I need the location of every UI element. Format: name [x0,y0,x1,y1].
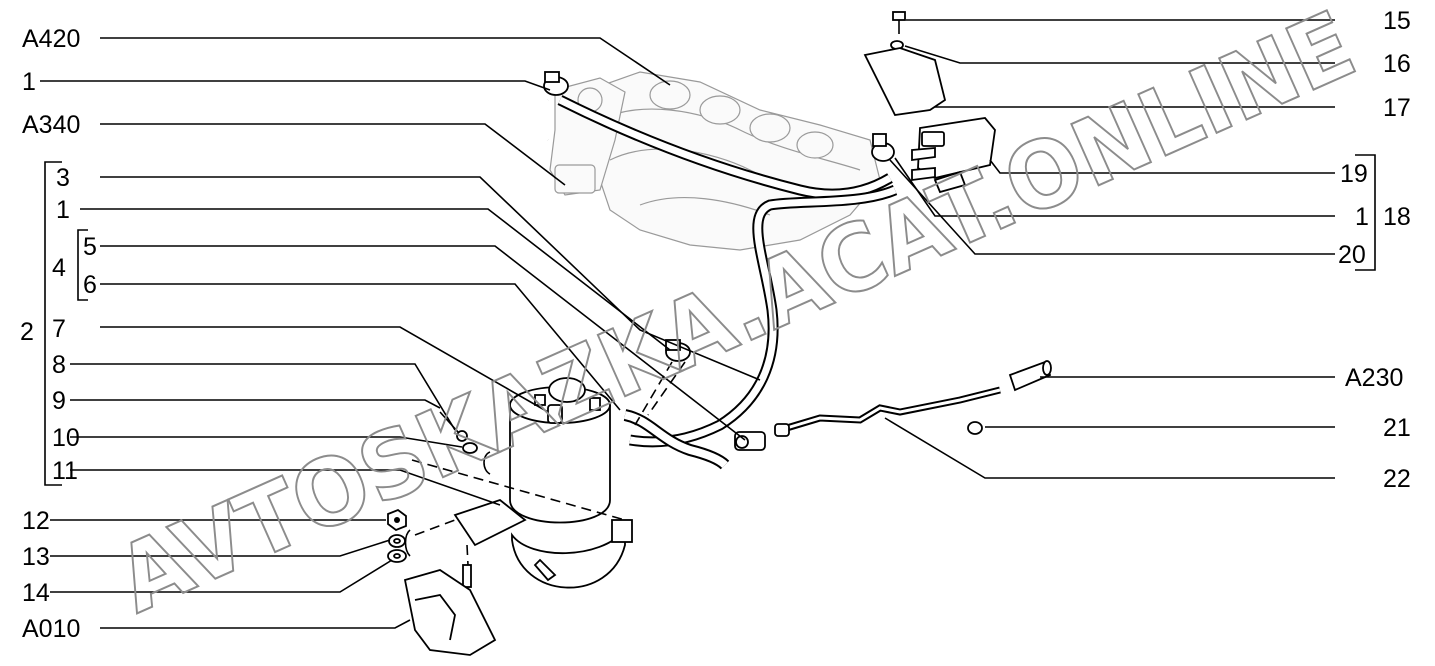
callout-7: 7 [52,315,66,343]
callout-15: 15 [1383,7,1411,35]
callout-a340: A340 [22,111,80,139]
callout-20: 20 [1338,241,1366,269]
callout-17: 17 [1383,94,1411,122]
svg-text:AVTOSKAZKA.ACAT.ONLINE: AVTOSKAZKA.ACAT.ONLINE [102,0,1370,634]
callout-3: 3 [56,164,70,192]
callout-5: 5 [83,233,97,261]
callout-11: 11 [52,457,78,485]
adsorber-canister [509,377,611,524]
callout-a420: A420 [22,25,80,53]
callout-8: 8 [52,351,66,379]
leader-lines [40,19,1376,629]
callout-2: 2 [20,318,34,346]
nut [387,508,407,532]
body-bracket [403,569,497,656]
callout-12: 12 [22,507,50,535]
callout-22: 22 [1383,465,1411,493]
callout-a010: A010 [22,615,80,643]
hose-a230 [1008,360,1052,392]
flat-washer [387,549,407,563]
callout-labels-left: A420 1 A340 3 1 4 5 6 2 7 8 9 10 11 12 1… [20,25,97,643]
callout-6: 6 [83,271,97,299]
callout-1-upper: 1 [22,68,36,96]
callout-labels-right: 15 16 17 19 1 18 20 A230 21 22 [1338,7,1411,493]
callout-19: 19 [1340,160,1368,188]
callout-a230: A230 [1345,364,1403,392]
bolt-small [892,11,906,34]
callout-13: 13 [22,543,50,571]
washer [462,442,478,454]
cap [967,421,983,435]
vapour-hose [525,95,898,470]
callout-16: 16 [1383,50,1411,78]
vapour-pipe [774,386,1001,437]
callout-10: 10 [52,424,80,452]
callout-9: 9 [52,387,66,415]
purge-valve [911,117,996,194]
callout-4: 4 [52,254,66,282]
canister-bracket [453,498,633,589]
watermark: AVTOSKAZKA.ACAT.ONLINE [101,0,1371,635]
hose-clamp-right [871,133,895,162]
callout-21: 21 [1383,414,1411,442]
purge-fitting [734,431,766,451]
hose-clamp-upper [543,71,569,96]
assembly-lines [404,361,686,566]
callout-1-middle: 1 [56,196,70,224]
stud [462,564,472,588]
callout-18: 18 [1383,203,1411,231]
valve-bracket [863,47,947,116]
spring-washer [388,534,406,548]
callout-1-right: 1 [1355,203,1369,231]
callout-14: 14 [22,579,50,607]
